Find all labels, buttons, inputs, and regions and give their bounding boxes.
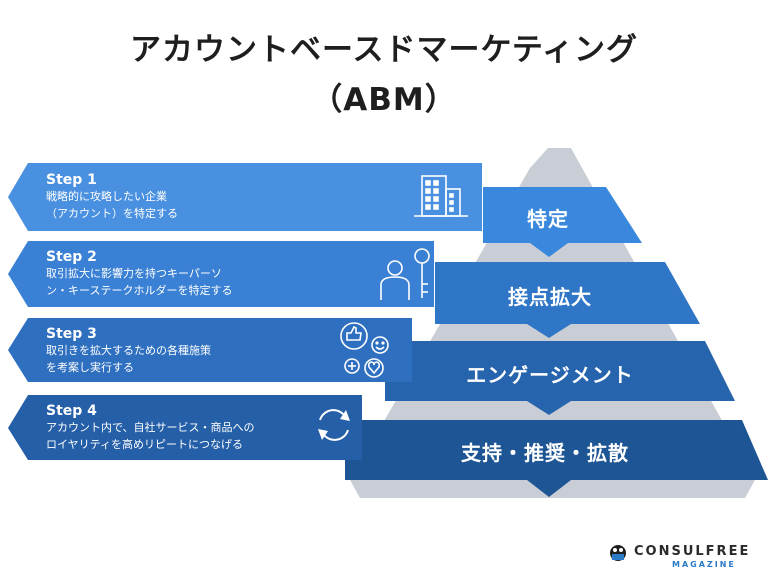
pyramid-band-1-notch [530,243,568,257]
consulfree-logo-mark [610,545,626,561]
logo-name: CONSULFREE [634,544,751,559]
step-4-title: Step 4 [46,403,97,419]
level-4-label: 支持・推奨・拡散 [461,441,629,465]
step-2-desc-line1: 取引拡大に影響力を持つキーパーソ [46,267,222,280]
pyramid-band-2 [435,262,700,324]
step-1-banner [8,163,482,231]
step-2-banner [8,241,434,307]
pyramid-band-2-notch [527,324,571,338]
step-2-desc-line2: ン・キーステークホルダーを特定する [46,284,233,297]
pyramid-band-4 [345,420,768,480]
step-3-title: Step 3 [46,326,97,342]
step-3-desc-line2: を考案し実行する [46,361,134,374]
page-title-line2: （ABM） [311,82,457,118]
level-2-label: 接点拡大 [508,285,592,309]
step-1-desc-line2: （アカウント）を特定する [46,207,178,220]
step-3-desc-line1: 取引きを拡大するための各種施策 [46,344,211,357]
engagement-icons [340,322,389,378]
page-title-line1: アカウントベースドマーケティング [130,32,638,68]
step-4-desc-line2: ロイヤリティを高めリピートにつなげる [46,438,244,451]
pyramid-band-1 [483,187,642,243]
step-1-desc-line1: 戦略的に攻略したい企業 [46,190,167,203]
step-4-desc-line1: アカウント内で、自社サービス・商品への [46,421,255,434]
level-1-label: 特定 [527,207,569,231]
refresh-icon [318,409,350,441]
pyramid-band-4-notch [527,480,571,497]
building-icon [414,175,468,217]
pyramid-band-3 [385,341,735,401]
level-3-label: エンゲージメント [466,363,634,387]
step-4-banner [8,395,362,460]
step-1-title: Step 1 [46,172,97,188]
logo-subtitle: MAGAZINE [672,560,736,569]
step-2-title: Step 2 [46,249,97,265]
step-3-banner [8,318,412,382]
person-key-icon [380,248,430,300]
pyramid-band-3-notch [527,401,571,415]
